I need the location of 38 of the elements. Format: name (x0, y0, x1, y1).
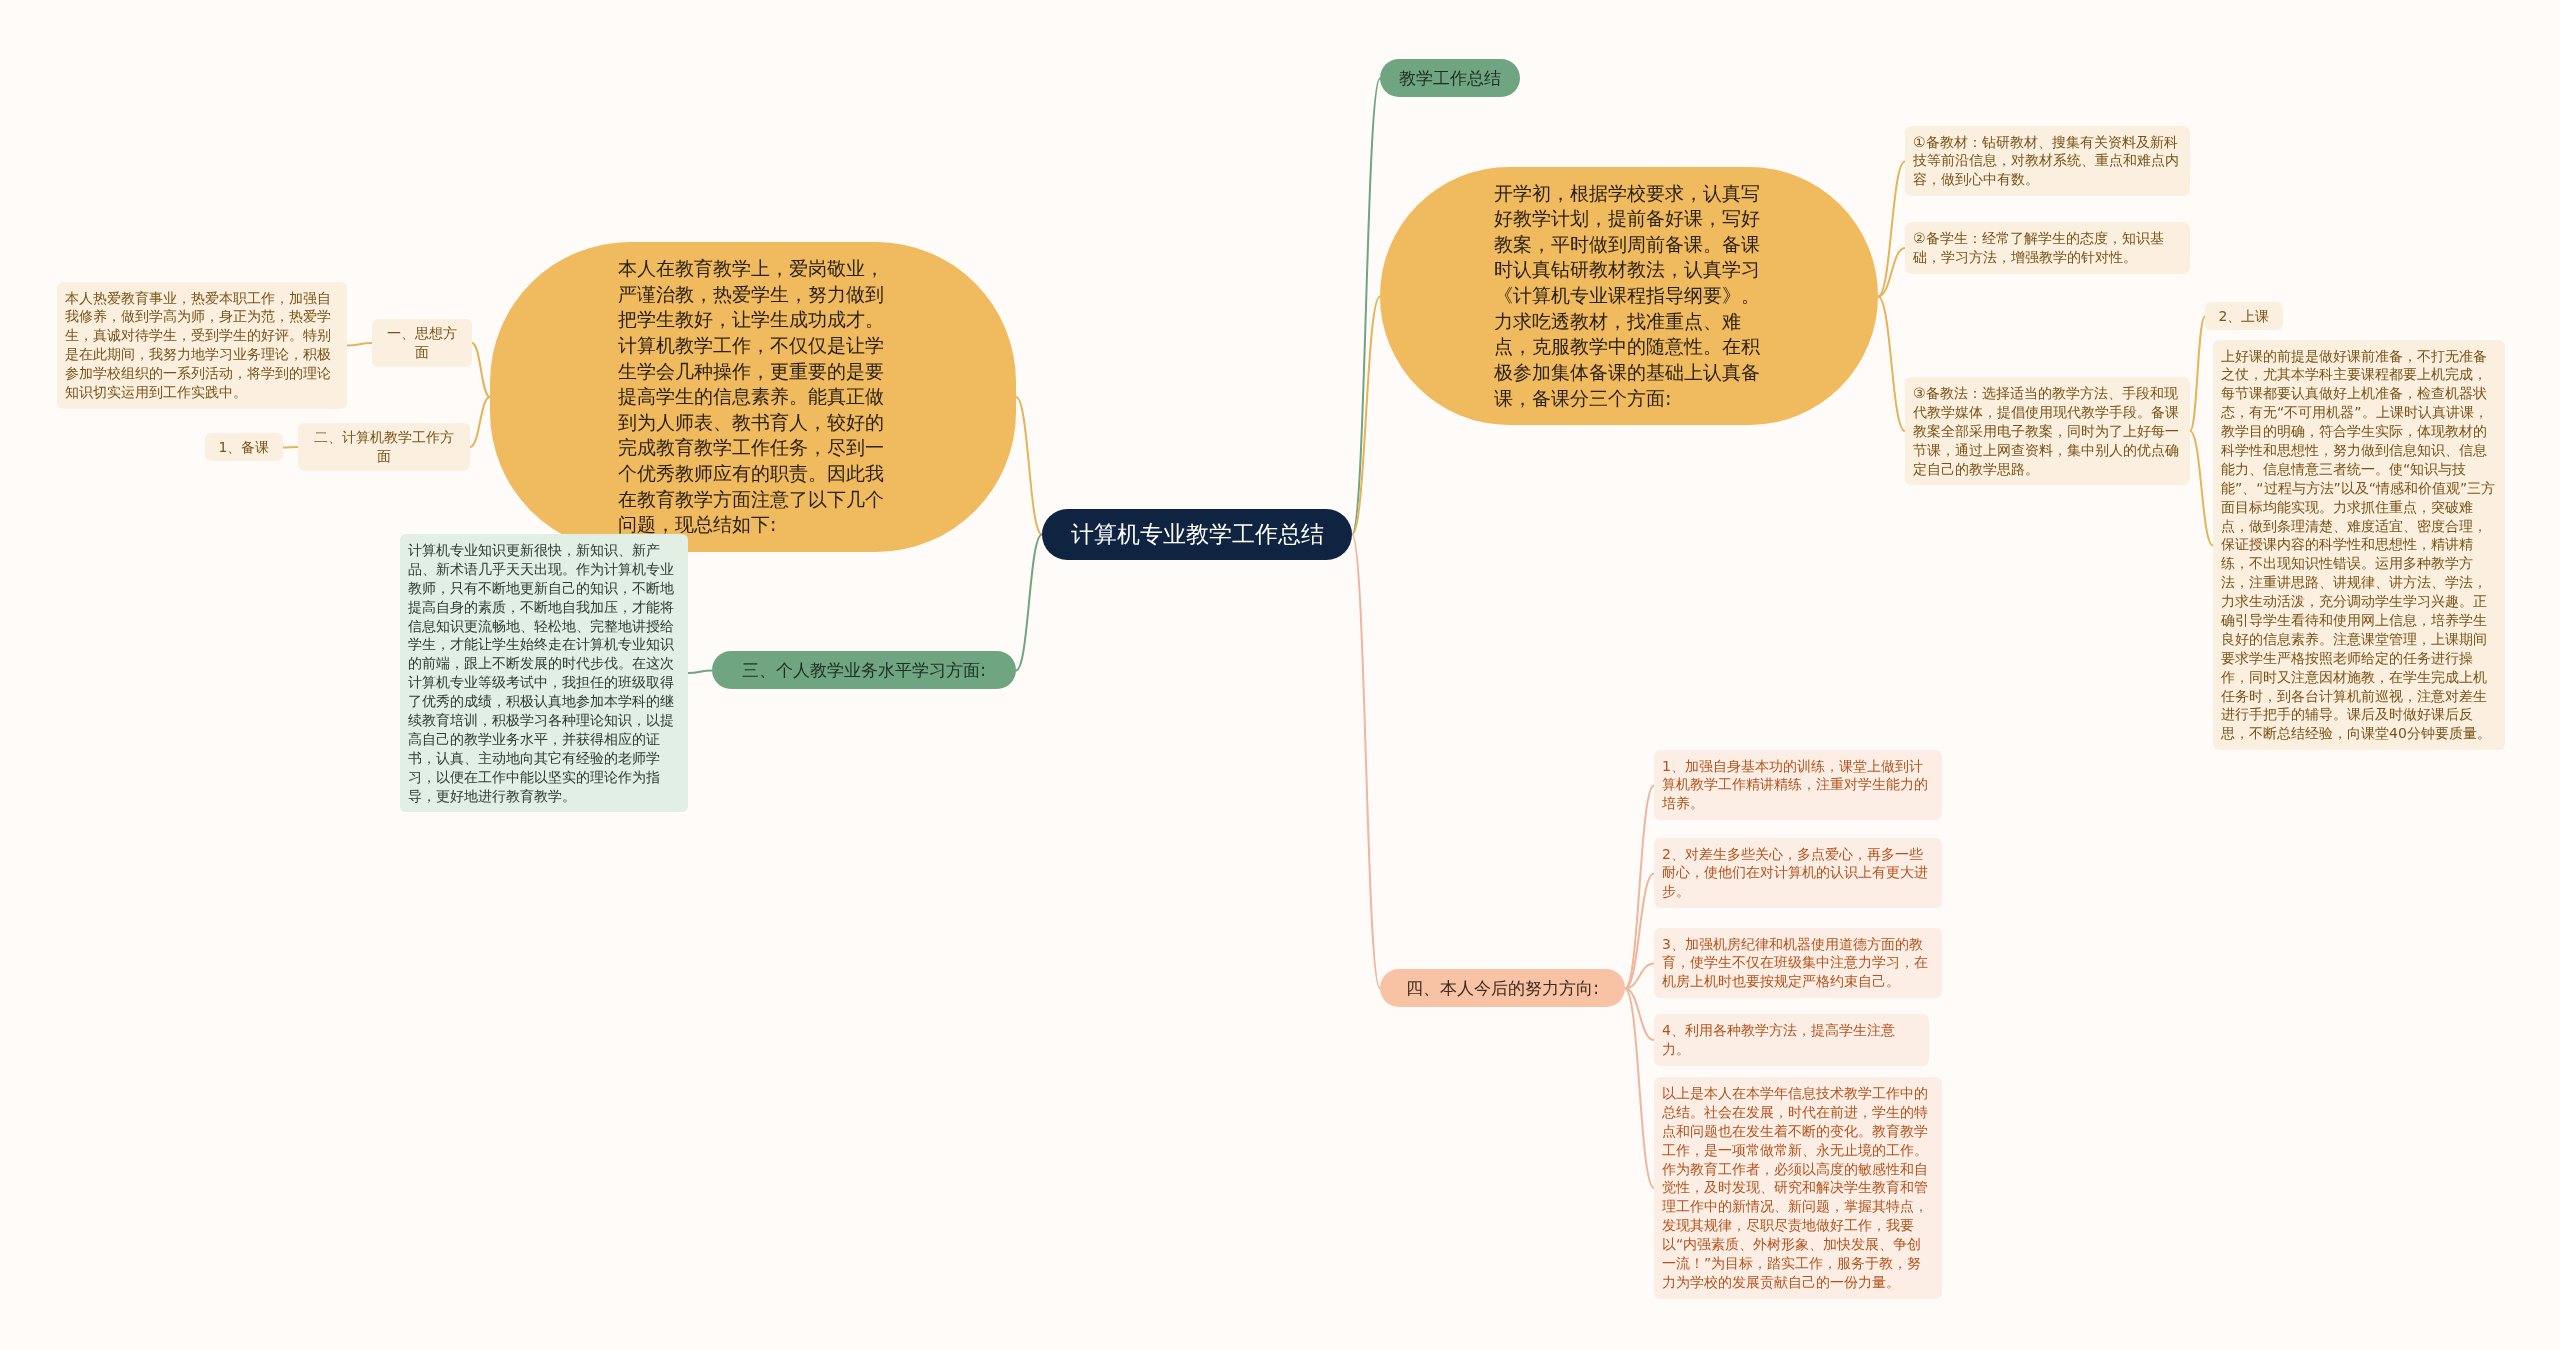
connector (1877, 247, 1906, 298)
note-card: 本人热爱教育事业，热爱本职工作，加强自我修养，做到学高为师，身正为范，热爱学生，真诚对待学生，受到学生的好评。特别是在此期间，我努力地学习业务理论，积极参加学校组织的一系列活动，将学到的理论知识切实运用到工作实践中。 (57, 281, 347, 409)
note-card: 以上是本人在本学年信息技术教学工作中的总结。社会在发展，时代在前进，学生的特点和问题也在发生着不断的变化。教育教学工作，是一项常做常新、永无止境的工作。作为教育工作者，必须以高度的敏感性和自觉性，及时发现、研究和解决学生教育和管理工作中的新情况、新问题，掌握其特点，发现其规律，尽职尽责地做好工作，我要以“内强素质、外树形象、加快发展、争创一流！”为目标，踏实工作，服务于教，努力为学校的发展贡献自己的一份力量。 (1654, 1077, 1942, 1299)
connector (1624, 872, 1655, 990)
subtopic: 2、上课 (2205, 301, 2283, 331)
connector (1351, 295, 1381, 536)
subtopic: 一、思想方面 (372, 319, 472, 367)
connector (1624, 987, 1655, 1041)
topic-bubble: 开学初，根据学校要求，认真写好教学计划，提前备好课，写好教案，平时做到周前备课。备课时认真钻研教材教法，认真学习《计算机专业课程指导纲要》。力求吃透教材，找准重点、难点，克服教学中的随意性。在积极参加集体备课的基础上认真备课，备课分三个方面: (1380, 166, 1878, 426)
connector (1877, 295, 1906, 432)
topic-pill: 三、个人教学业务水平学习方面: (712, 650, 1016, 690)
connector (471, 342, 491, 398)
connector (1624, 987, 1655, 1189)
note-card: 2、对差生多些关心，多点爱心，再多一些耐心，使他们在对计算机的认识上有更大进步。 (1654, 837, 1942, 909)
connector (282, 446, 299, 449)
connector (1015, 533, 1043, 672)
note-card: 4、利用各种教学方法，提高学生注意力。 (1654, 1014, 1929, 1066)
note-card: 上好课的前提是做好课前准备，不打无准备之仗，尤其本学科主要课程都要上机完成，每节课都要认真做好上机准备，检查机器状态，有无“不可用机器”。上课时认真讲课，教学目的明确，符合学生实际，体现教材的科学性和思想性，努力做到信息知识、信息能力、信息情意三者统一。使“知识与技能”、“过程与方法”以及“情感和价值观”三方面目标均能实现。力求抓住重点，突破难点，做到条理清楚、难度适宜、密度合理，保证授课内容的科学性和思想性，精讲精练，不出现知识性错误。运用多种教学方法，注重讲思路、讲规律、讲方法、学法，力求生动活泼，充分调动学生学习兴趣。正确引导学生看待和使用网上信息，培养学生良好的信息素养。注意课堂管理，上课期间要求学生严格按照老师给定的任务进行操作，同时又注意因材施教，在学生完成上机任务时，到各台计算机前巡视，注意对差生进行手把手的辅导。课后及时做好课后反思，不断总结经验，向课堂40分钟要质量。 (2213, 339, 2505, 751)
subtopic: 1、备课 (205, 432, 283, 462)
note-card: 3、加强机房纪律和机器使用道德方面的教育，使学生不仅在班级集中注意力学习，在机房上机时也要按规定严格约束自己。 (1654, 927, 1942, 999)
note-card: 计算机专业知识更新很快，新知识、新产品、新术语几乎天天出现。作为计算机专业教师，只有不断地更新自己的知识，不断地提高自身的素质，不断地自我加压，才能将信息知识更流畅地、轻松地、完整地讲授给学生，才能让学生始终走在计算机专业知识的前端，跟上不断发展的时代步伐。在这次计算机专业等级考试中，我担任的班级取得了优秀的成绩，积极认真地参加本学科的继续教育培训，积极学习各种理论知识，以提高自己的教学业务水平，并获得相应的证书，认真、主动地向其它有经验的老师学习，以便在工作中能以坚实的理论作为指导，更好地进行教育教学。 (400, 534, 688, 813)
connector (1877, 160, 1906, 298)
connector (1015, 396, 1043, 536)
note-card: ③备教法：选择适当的教学方法、手段和现代教学媒体，提倡使用现代教学手段。备课教案全部采用电子教案，同时为了上好每一节课，通过上网查资料，集中别人的优点确定自己的教学思路。 (1905, 377, 2190, 486)
subtopic: 二、计算机教学工作方面 (298, 423, 470, 471)
topic-pill: 教学工作总结 (1380, 58, 1520, 98)
note-card: 1、加强自身基本功的训练，课堂上做到计算机教学工作精讲精练，注重对学生能力的培养。 (1654, 749, 1942, 821)
connector (1624, 784, 1655, 990)
connector (2189, 430, 2214, 547)
central-topic: 计算机专业教学工作总结 (1042, 508, 1352, 560)
connector (687, 669, 713, 674)
note-card: ②备学生：经常了解学生的态度，知识基础，学习方法，增强教学的针对性。 (1905, 222, 2190, 274)
connector (346, 342, 373, 347)
note-card: ①备教材：钻研教材、搜集有关资料及新科技等前沿信息，对教材系统、重点和难点内容，做到心中有数。 (1905, 125, 2190, 197)
connector (469, 396, 491, 448)
topic-pill: 四、本人今后的努力方向: (1380, 968, 1625, 1008)
connector (1351, 533, 1381, 990)
connector (2189, 315, 2206, 432)
